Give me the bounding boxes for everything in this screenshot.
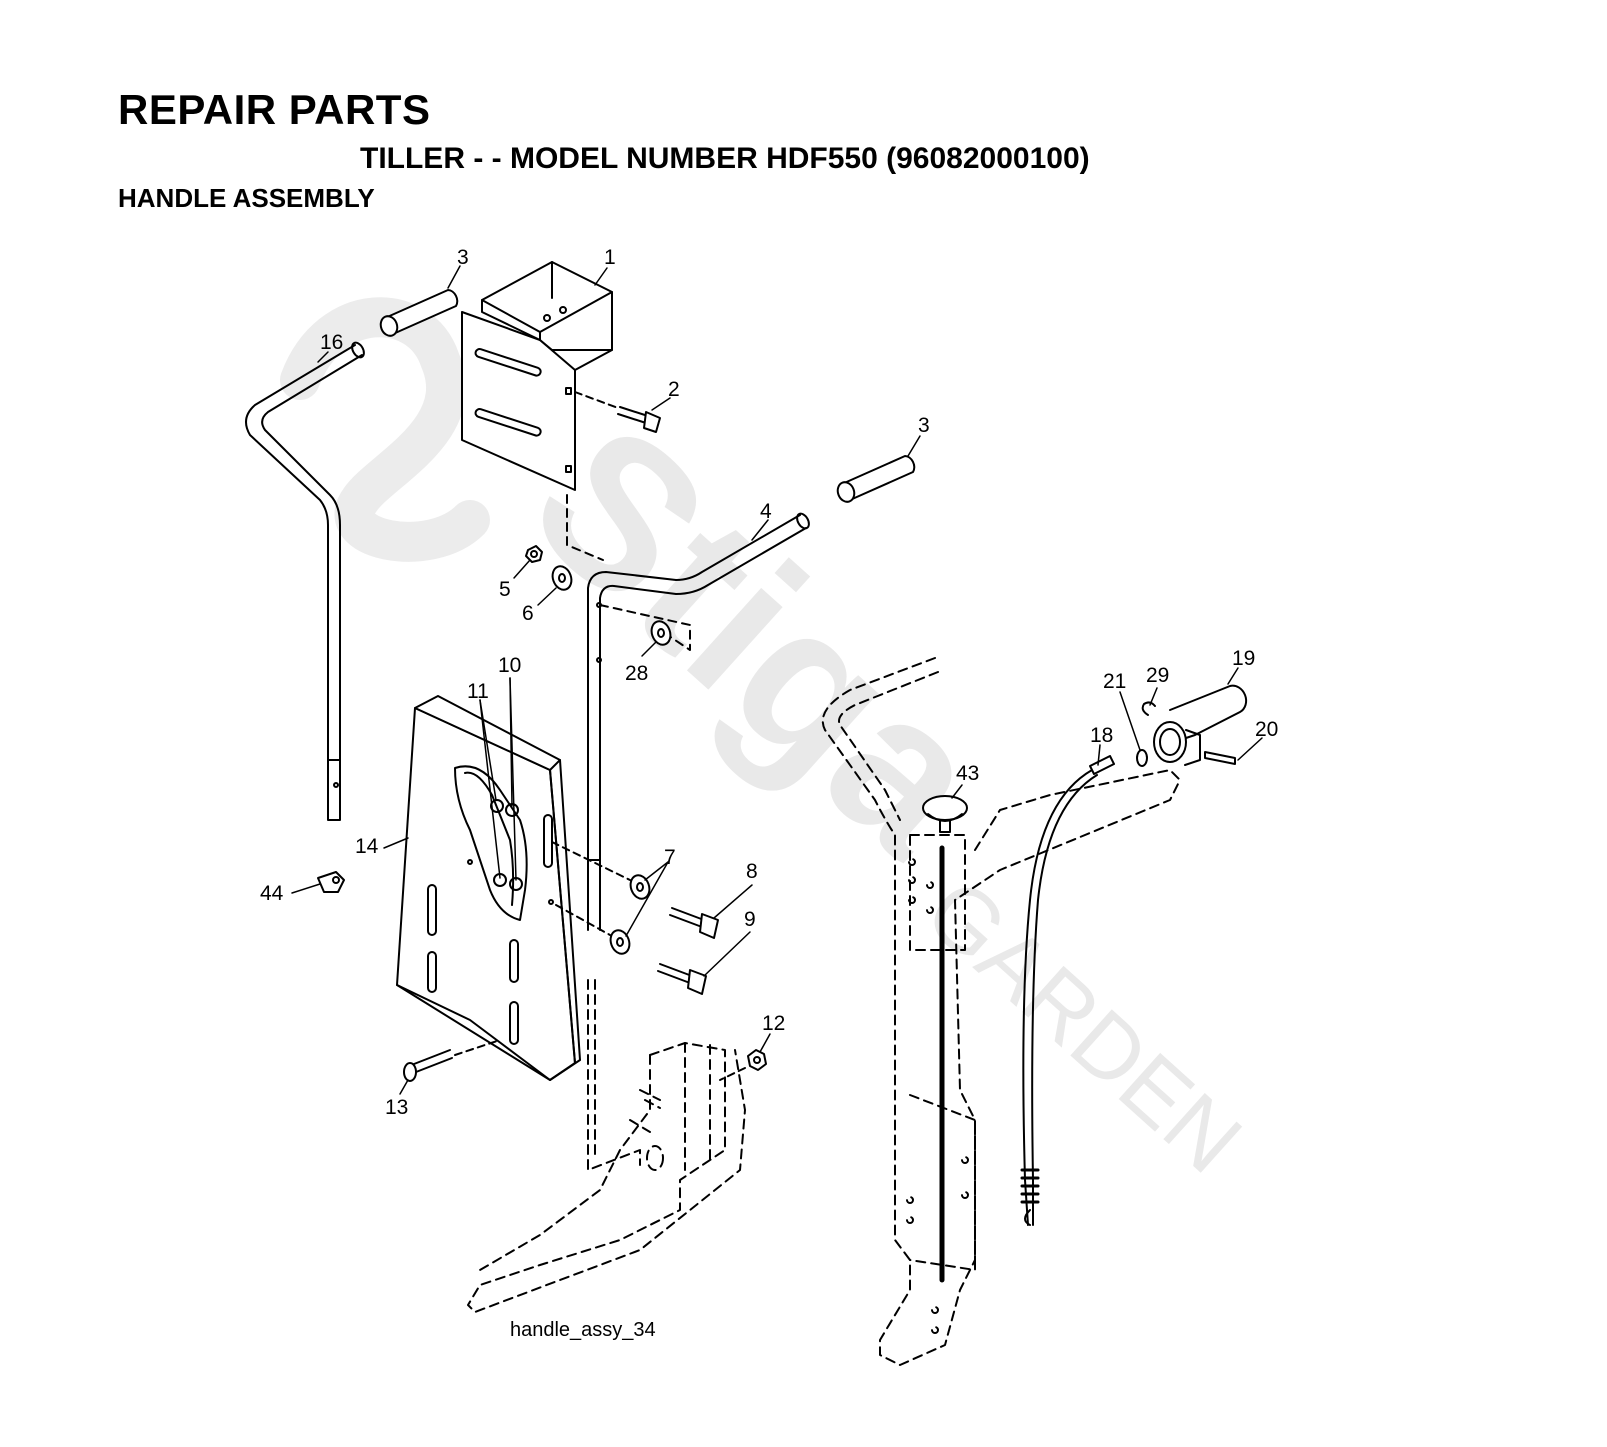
callout-11: 11 [467, 680, 489, 703]
callout-9: 9 [744, 908, 756, 931]
part-1-bracket [461, 261, 613, 491]
leader-lines [291, 265, 1263, 1095]
callout-4: 4 [760, 500, 772, 523]
part-28-washer [650, 620, 672, 646]
callout-16: 16 [320, 331, 343, 354]
callout-21: 21 [1103, 670, 1126, 693]
diagram-caption: handle_assy_34 [510, 1319, 656, 1341]
callout-1: 1 [604, 246, 616, 269]
callout-10: 10 [498, 654, 521, 677]
callout-14: 14 [355, 835, 379, 858]
callout-13: 13 [385, 1096, 408, 1119]
part-21-ring [1136, 749, 1148, 767]
callout-18: 18 [1090, 724, 1113, 747]
callout-6: 6 [522, 602, 534, 625]
part-13-bolt [403, 1039, 501, 1082]
callout-12: 12 [762, 1012, 785, 1035]
part-6-washer [551, 565, 573, 591]
part-16-handle-bar [245, 341, 365, 821]
part-5-nut [525, 545, 543, 563]
callout-2: 2 [668, 378, 680, 401]
ghost-frame-left [467, 979, 746, 1313]
callout-8: 8 [746, 860, 758, 883]
part-9-bolt [657, 963, 707, 995]
part-44-knob [317, 871, 345, 893]
callout-44: 44 [260, 882, 284, 905]
part-8-bolt [669, 907, 719, 939]
part-3-grip-right [836, 455, 916, 503]
callout-28: 28 [625, 662, 648, 685]
dashed-guides-upper [566, 494, 691, 651]
callout-7: 7 [664, 846, 676, 869]
callout-3-right: 3 [918, 414, 930, 437]
part-20-pin [1204, 751, 1236, 765]
watermark-logo [280, 297, 490, 562]
part-12-nut [719, 1049, 767, 1081]
callout-43: 43 [956, 762, 979, 785]
part-2-bolt [574, 391, 661, 433]
callout-29: 29 [1146, 664, 1169, 687]
part-7-washers [551, 841, 651, 955]
callout-3-top: 3 [457, 246, 469, 269]
part-19-lever [1153, 684, 1248, 766]
part-3-grip-left [379, 289, 459, 337]
model-subtitle: TILLER - - MODEL NUMBER HDF550 (96082000… [360, 142, 1090, 175]
callout-19: 19 [1232, 647, 1255, 670]
part-14-plate [396, 695, 581, 1081]
part-43-knob [922, 795, 968, 833]
callouts: 1 3 16 2 3 4 5 6 28 10 11 14 44 7 8 9 12… [260, 246, 1278, 1119]
page-title: REPAIR PARTS [118, 86, 431, 133]
callout-5: 5 [499, 578, 511, 601]
part-18-cable [1020, 755, 1115, 1226]
callout-20: 20 [1255, 718, 1278, 741]
section-title: HANDLE ASSEMBLY [118, 183, 375, 213]
part-29-clip [1141, 701, 1156, 716]
watermark-sub: GARDEN [907, 861, 1260, 1193]
